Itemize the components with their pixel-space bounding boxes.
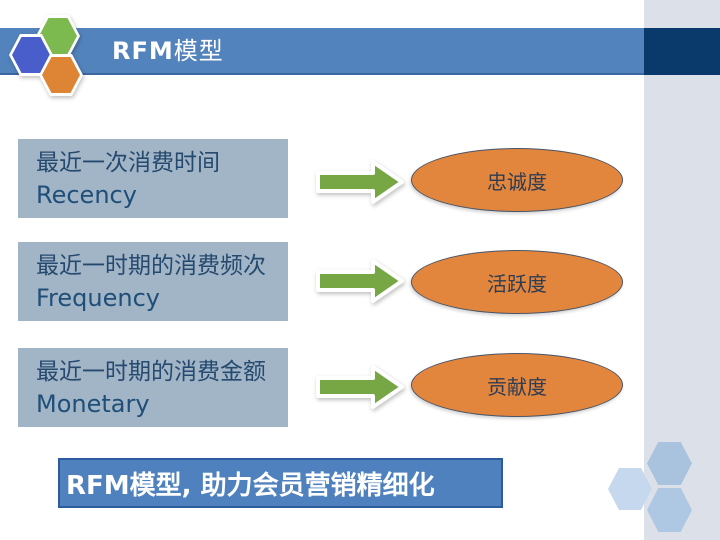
factor-monetary-en-label: Monetary	[36, 390, 150, 418]
factor-recency-en-label: Recency	[36, 181, 137, 209]
right-arrow-icon	[316, 365, 404, 409]
ellipse-activity: 活跃度	[411, 250, 623, 314]
ellipse-contribution: 贡献度	[411, 353, 623, 417]
factor-box-monetary: 最近一时期的消费金额 Monetary	[18, 348, 288, 427]
ellipse-loyalty-label: 忠诚度	[487, 171, 547, 194]
factor-recency-cn-label: 最近一次消费时间	[36, 150, 220, 175]
footer-banner-label: RFM模型, 助力会员营销精细化	[66, 470, 435, 501]
page-title-acronym: RFM	[112, 37, 174, 65]
header-accent-block	[644, 28, 720, 75]
factor-monetary-cn-label: 最近一时期的消费金额	[36, 359, 266, 384]
page-title: RFM模型	[112, 28, 224, 75]
factor-box-frequency: 最近一时期的消费频次 Frequency	[18, 242, 288, 321]
ellipse-contribution-label: 贡献度	[487, 376, 547, 399]
hexagon-cluster-icon	[0, 0, 100, 100]
factor-frequency-en-label: Frequency	[36, 284, 160, 312]
page-title-suffix: 模型	[173, 39, 224, 65]
header-bar	[0, 28, 644, 75]
ellipse-loyalty: 忠诚度	[411, 148, 623, 212]
footer-banner: RFM模型, 助力会员营销精细化	[58, 458, 503, 508]
right-arrow-icon	[316, 160, 404, 204]
factor-frequency-cn-label: 最近一时期的消费频次	[36, 253, 266, 278]
logo-hexagon-orange-icon	[39, 54, 83, 96]
ellipse-activity-label: 活跃度	[487, 273, 547, 296]
right-arrow-icon	[316, 259, 404, 303]
factor-box-recency: 最近一次消费时间 Recency	[18, 139, 288, 218]
